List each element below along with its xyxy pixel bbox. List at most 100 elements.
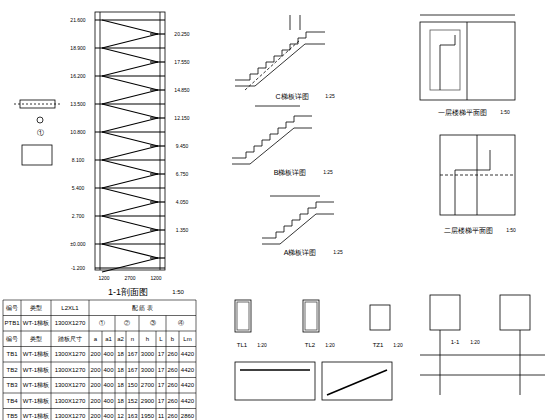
stroke <box>102 331 103 347</box>
stroke <box>196 409 197 420</box>
table-cell: 400 <box>103 413 113 419</box>
drawing-label: 1:50 <box>499 110 511 115</box>
drawing-label: 18.900 <box>69 46 86 51</box>
drawing-label: ① <box>36 129 45 136</box>
stroke <box>179 347 180 363</box>
drawing-label: 20.250 <box>173 32 190 37</box>
stroke <box>102 393 103 409</box>
stroke <box>166 347 167 363</box>
stroke <box>166 316 167 332</box>
table-cell: 260 <box>167 413 177 419</box>
table-cell: 200 <box>90 413 100 419</box>
stroke <box>139 362 140 378</box>
table-cell: ③ <box>150 320 156 326</box>
table-cell: a <box>94 336 97 342</box>
table-cell: 400 <box>103 367 113 373</box>
stroke <box>51 300 52 316</box>
stroke <box>179 378 180 394</box>
table-cell: 260 <box>167 398 177 404</box>
stroke <box>150 117 165 118</box>
stair-detail-c <box>235 15 325 90</box>
drawing-label: 12.150 <box>173 116 190 121</box>
stroke <box>139 316 140 332</box>
beam-sections <box>235 300 392 400</box>
stair-plan-1 <box>420 15 515 100</box>
stroke <box>126 393 127 409</box>
drawing-label: 10.800 <box>69 130 86 135</box>
stroke <box>150 61 165 62</box>
stroke <box>102 76 158 90</box>
table-cell: WT-1梯板 <box>23 413 49 419</box>
stroke <box>115 362 116 378</box>
stroke <box>3 408 196 409</box>
table-cell: 4420 <box>181 351 194 357</box>
table-cell: Lm <box>183 336 191 342</box>
stair-plan-2 <box>440 135 515 215</box>
stroke <box>150 145 165 146</box>
table-cell: PTB1 <box>4 320 19 326</box>
stroke <box>196 347 197 363</box>
stroke <box>3 362 196 363</box>
stroke <box>179 331 180 347</box>
drawing-label: 1:50 <box>171 289 185 295</box>
table-cell: 编号 <box>6 336 18 342</box>
table-cell: 167 <box>127 351 137 357</box>
table-cell: b <box>171 336 174 342</box>
table-cell: 4420 <box>181 398 194 404</box>
table-cell: TB1 <box>6 351 17 357</box>
stroke <box>102 258 158 272</box>
stroke <box>196 362 197 378</box>
drawing-label: 一层楼梯平面图 <box>437 109 488 116</box>
stroke <box>89 393 90 409</box>
stroke <box>89 331 90 347</box>
drawing-label: 2.700 <box>71 214 86 219</box>
table-cell: 4420 <box>181 382 194 388</box>
stroke <box>51 316 52 332</box>
drawing-label: 1:25 <box>332 250 344 255</box>
table-cell: 12 <box>117 413 124 419</box>
stroke <box>89 409 90 420</box>
table-cell: 200 <box>90 398 100 404</box>
stroke <box>156 331 157 347</box>
table-cell: 配 筋 表 <box>132 305 153 311</box>
stroke <box>139 409 140 420</box>
table-cell: TB4 <box>6 398 17 404</box>
stroke <box>89 300 90 316</box>
stroke <box>102 160 158 174</box>
drawing-label: 1-1 <box>450 339 461 345</box>
table-cell: WT-1梯板 <box>23 367 49 373</box>
table-cell: h <box>146 336 149 342</box>
stroke <box>196 393 197 409</box>
stroke <box>156 409 157 420</box>
stroke <box>21 409 22 420</box>
stroke <box>179 409 180 420</box>
stroke <box>21 331 22 347</box>
drawing-label: 1:20 <box>469 340 481 345</box>
table-cell: 18 <box>117 398 124 404</box>
stroke <box>156 378 157 394</box>
table-cell: 1300X1270 <box>55 320 86 326</box>
table-cell: 18 <box>117 382 124 388</box>
stroke <box>3 315 196 316</box>
table-cell: 类型 <box>30 305 42 311</box>
stroke <box>115 378 116 394</box>
stroke <box>102 174 158 188</box>
table-cell: 2860 <box>181 413 194 419</box>
drawing-label: 1:25 <box>322 170 334 175</box>
stroke <box>126 362 127 378</box>
drawing-label: 1:25 <box>324 94 336 99</box>
stroke <box>3 316 4 332</box>
stroke <box>139 347 140 363</box>
stroke <box>3 300 4 316</box>
stroke <box>51 362 52 378</box>
table-cell: WT-1梯板 <box>23 351 49 357</box>
table-cell: 260 <box>167 351 177 357</box>
table-cell: 11 <box>158 413 164 419</box>
table-cell: 400 <box>103 351 113 357</box>
stroke <box>95 267 165 268</box>
table-cell: 1950 <box>141 413 154 419</box>
stroke <box>21 316 22 332</box>
stroke <box>115 316 116 332</box>
drawing-label: 1:20 <box>392 343 404 348</box>
